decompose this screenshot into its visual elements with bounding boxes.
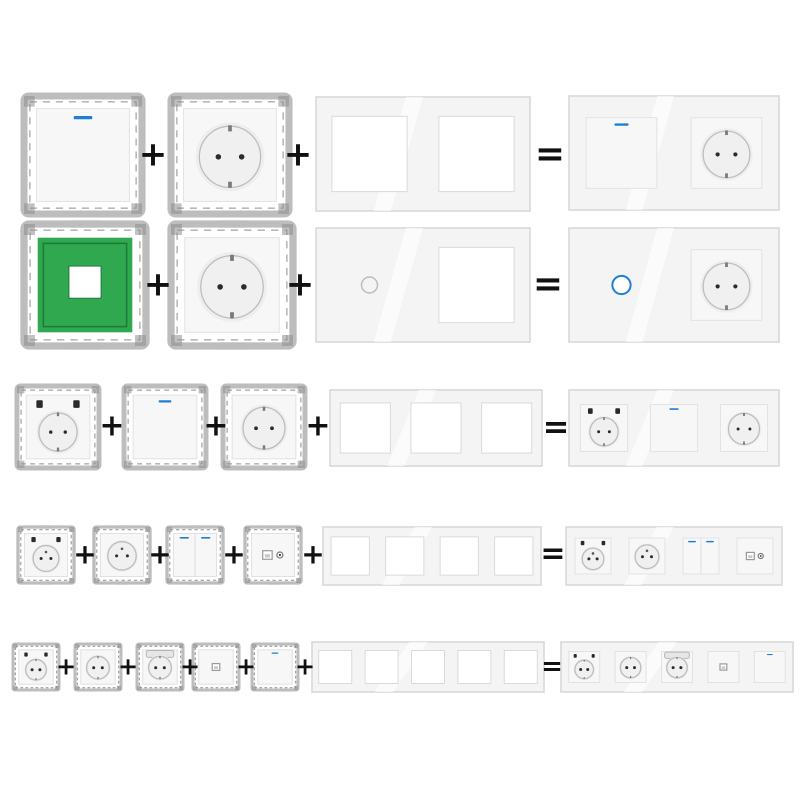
assembled-result — [565, 526, 783, 586]
plus-sign: + — [285, 264, 315, 305]
plus-sign: + — [283, 134, 313, 175]
touch-switch-module — [20, 220, 150, 350]
equals-sign: = — [532, 263, 564, 305]
equals-sign: = — [540, 536, 566, 572]
switch-1gang-module — [121, 383, 209, 471]
plus-sign: + — [203, 408, 229, 444]
plus-sign: + — [294, 652, 316, 681]
schuko-socket-module — [167, 92, 293, 218]
usb-schuko-socket-module — [14, 383, 102, 471]
row-3 — [14, 383, 780, 471]
assembled-result — [568, 389, 780, 467]
french-socket-module — [92, 525, 152, 585]
schuko-socket-module — [220, 383, 308, 471]
glass-frame — [311, 641, 545, 693]
glass-frame — [315, 227, 531, 343]
plus-sign: + — [138, 134, 168, 175]
switch-2gang-module — [165, 525, 225, 585]
plus-sign: + — [55, 652, 77, 681]
row-5 — [11, 641, 794, 693]
plus-sign: + — [148, 537, 172, 571]
plus-sign: + — [143, 264, 173, 305]
equals-sign: = — [534, 133, 566, 175]
row-4 — [16, 525, 783, 586]
plus-sign: + — [179, 652, 201, 681]
assembled-result — [568, 95, 780, 211]
assembled-result — [560, 641, 794, 693]
plus-sign: + — [117, 652, 139, 681]
usb-schuko-socket-module — [11, 642, 61, 692]
plus-sign: + — [301, 537, 325, 571]
switch-1gang-module — [20, 92, 146, 218]
plus-sign: + — [305, 408, 331, 444]
glass-frame — [315, 96, 531, 212]
schuko-socket-module — [167, 220, 297, 350]
glass-frame — [329, 389, 543, 467]
covered-schuko-socket-module — [135, 642, 185, 692]
row-1 — [20, 92, 780, 218]
equals-sign: = — [541, 651, 563, 682]
schuko-socket-module — [73, 642, 123, 692]
switch-1gang-module — [250, 642, 300, 692]
data-tv-outlet-module — [243, 525, 303, 585]
data-outlet-module — [191, 642, 241, 692]
assembled-result — [568, 227, 780, 343]
plus-sign: + — [235, 652, 257, 681]
glass-frame — [322, 526, 542, 586]
plus-sign: + — [99, 408, 125, 444]
row-2 — [20, 220, 780, 350]
equals-sign: = — [542, 407, 570, 446]
plus-sign: + — [73, 537, 97, 571]
plus-sign: + — [222, 537, 246, 571]
usb-french-socket-module — [16, 525, 76, 585]
